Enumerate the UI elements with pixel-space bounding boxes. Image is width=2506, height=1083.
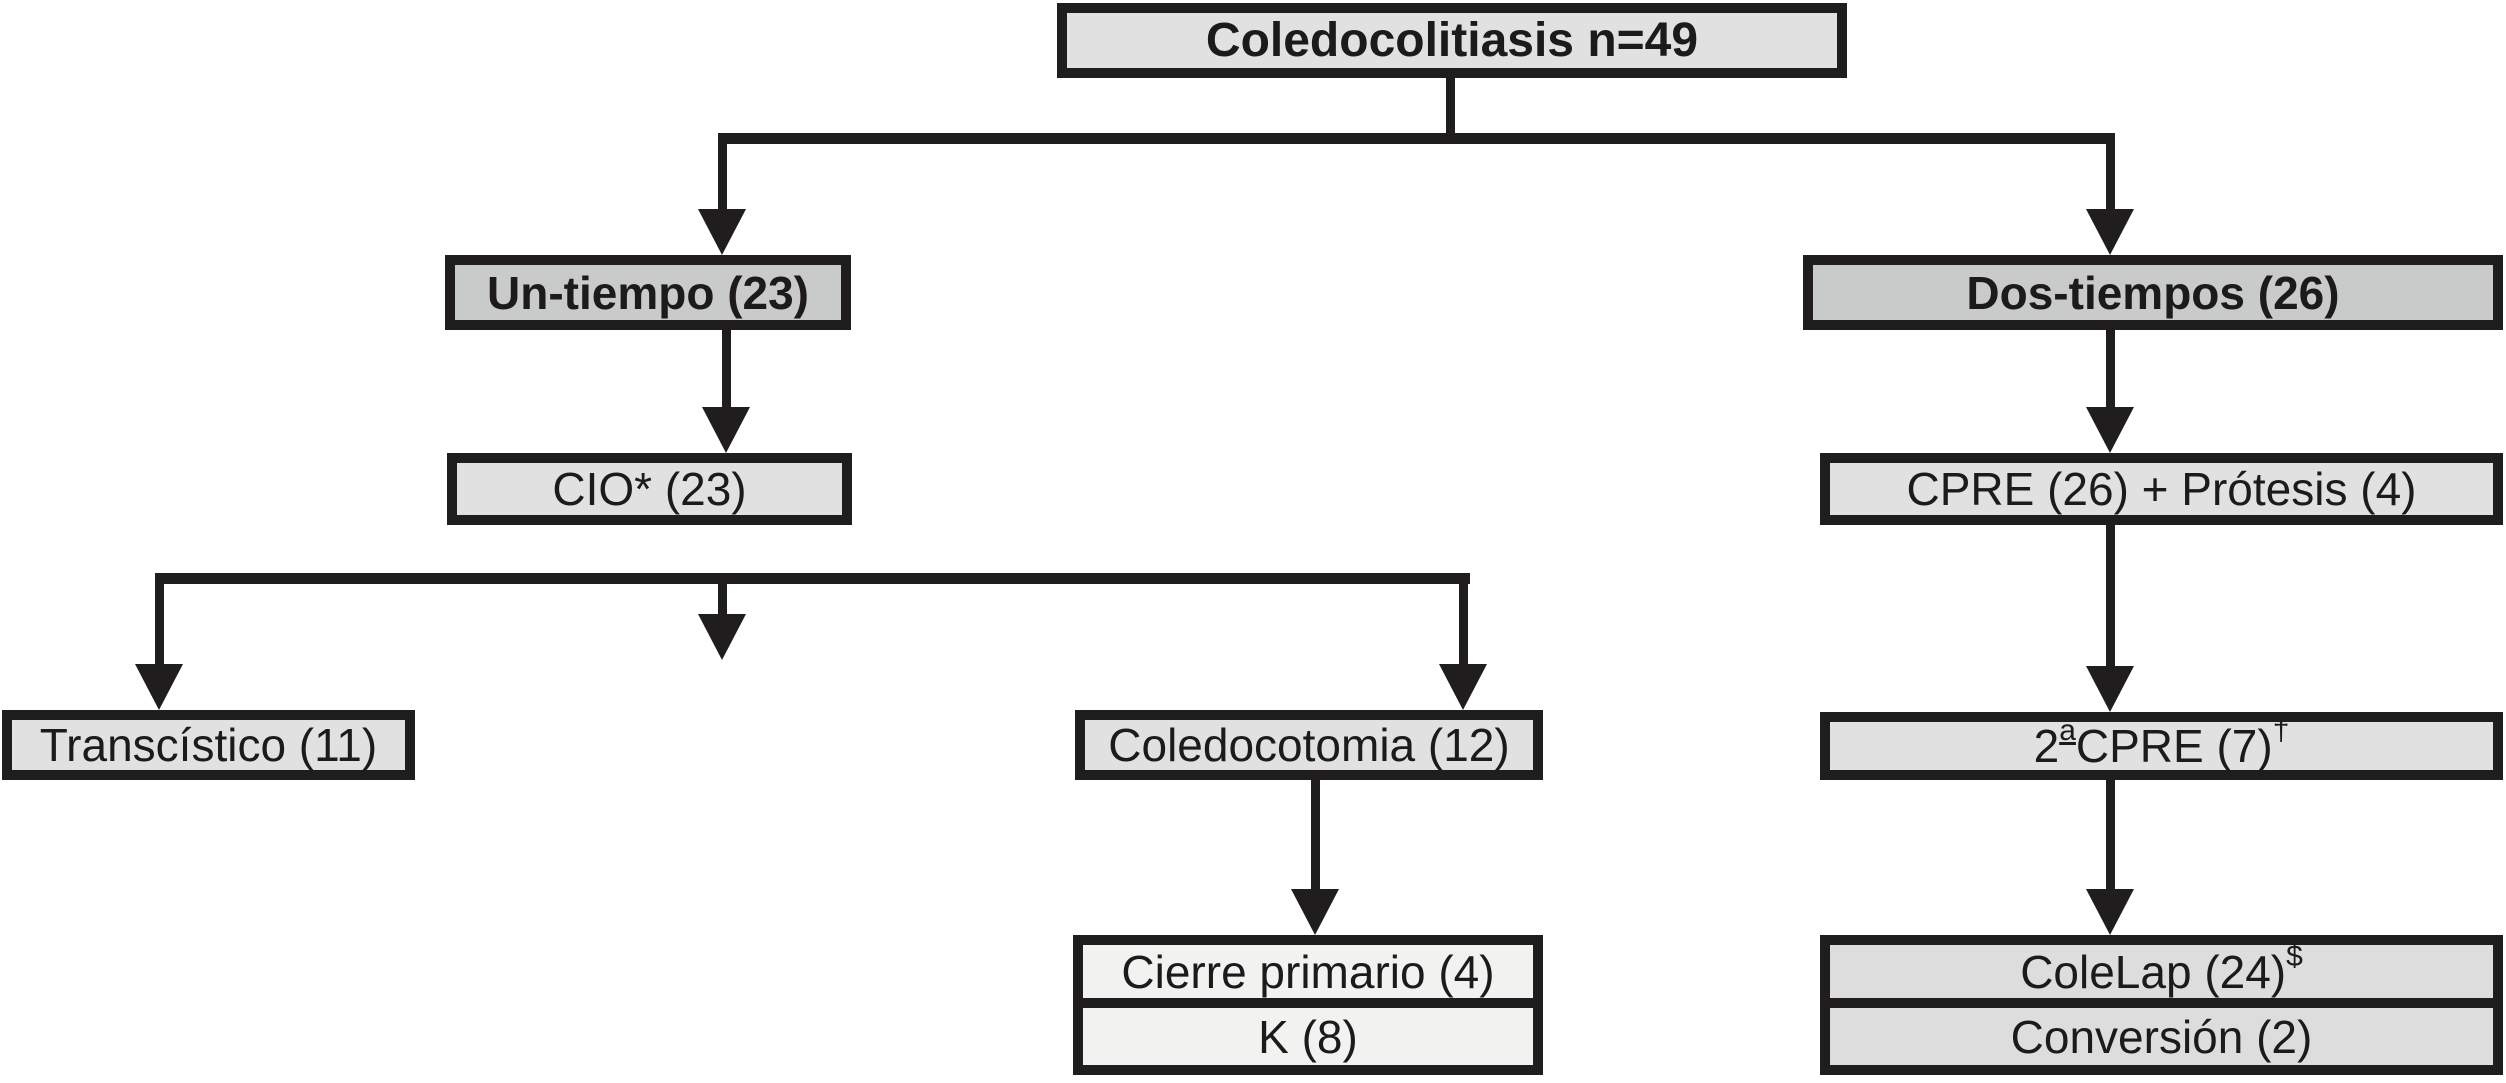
- node-label: CIO* (23): [552, 463, 747, 515]
- connector-top-split-line: [718, 133, 2114, 144]
- node-coledocolitiasis: Coledocolitiasis n=49: [1057, 3, 1847, 78]
- node-label: Un-tiempo (23): [487, 266, 809, 319]
- connector-drop-middle-dangling: [718, 573, 727, 618]
- arrowhead-down-icon: [2086, 666, 2134, 712]
- node-label: Coledocotomia (12): [1108, 719, 1510, 771]
- arrowhead-down-icon: [1291, 889, 1339, 935]
- node-label: Dos-tiempos (26): [1966, 266, 2340, 319]
- colelap-base: ColeLap (24): [2020, 945, 2287, 998]
- node-un-tiempo: Un-tiempo (23): [445, 255, 851, 330]
- segunda-cpre-rest: CPRE (7): [2075, 720, 2273, 772]
- arrowhead-down-icon: [702, 407, 750, 453]
- connector-coledocotomia-to-outcomes: [1311, 778, 1320, 891]
- connector-drop-un-tiempo: [718, 133, 727, 210]
- node-label: Cierre primario (4): [1121, 945, 1495, 998]
- node-conversion: Conversión (2): [1820, 998, 2503, 1075]
- connector-root-to-split: [1446, 78, 1455, 135]
- node-label: CPRE (26) + Prótesis (4): [1906, 463, 2417, 515]
- connector-cio-split-line: [155, 573, 1470, 584]
- node-label: Coledocolitiasis n=49: [1205, 13, 1699, 67]
- connector-dos-tiempos-to-cpre: [2106, 328, 2115, 409]
- node-label: 2aCPRE (7)†: [2033, 716, 2290, 772]
- arrowhead-down-icon: [2086, 407, 2134, 453]
- node-label: Conversión (2): [2010, 1010, 2313, 1063]
- arrowhead-down-icon: [135, 664, 183, 710]
- arrowhead-down-icon: [2086, 889, 2134, 935]
- node-cio: CIO* (23): [447, 453, 852, 525]
- node-label: Transcístico (11): [39, 719, 378, 771]
- node-cpre-protesis: CPRE (26) + Prótesis (4): [1820, 453, 2503, 525]
- ordinal-superscript: a: [2059, 714, 2076, 747]
- node-segunda-cpre: 2aCPRE (7)†: [1820, 712, 2503, 780]
- arrowhead-down-icon: [698, 209, 746, 255]
- connector-drop-coledocotomia: [1459, 573, 1468, 666]
- segunda-cpre-base: 2: [2033, 720, 2060, 772]
- node-dos-tiempos: Dos-tiempos (26): [1803, 255, 2503, 330]
- connector-un-tiempo-to-cio: [722, 328, 731, 409]
- arrowhead-down-icon: [1439, 664, 1487, 710]
- connector-segunda-cpre-to-colelap: [2106, 778, 2115, 891]
- connector-cpre-to-segunda-cpre: [2106, 523, 2115, 668]
- node-kehr: K (8): [1073, 998, 1543, 1075]
- node-label: ColeLap (24)$: [2020, 941, 2303, 998]
- node-coledocotomia: Coledocotomia (12): [1075, 710, 1543, 780]
- node-transcistico: Transcístico (11): [2, 710, 415, 780]
- arrowhead-down-icon: [698, 614, 746, 660]
- dollar-superscript: $: [2286, 939, 2303, 973]
- connector-drop-transcistico: [155, 573, 164, 666]
- connector-drop-dos-tiempos: [2106, 133, 2115, 210]
- node-label: K (8): [1258, 1010, 1358, 1063]
- arrowhead-down-icon: [2086, 209, 2134, 255]
- dagger-superscript: †: [2272, 714, 2290, 747]
